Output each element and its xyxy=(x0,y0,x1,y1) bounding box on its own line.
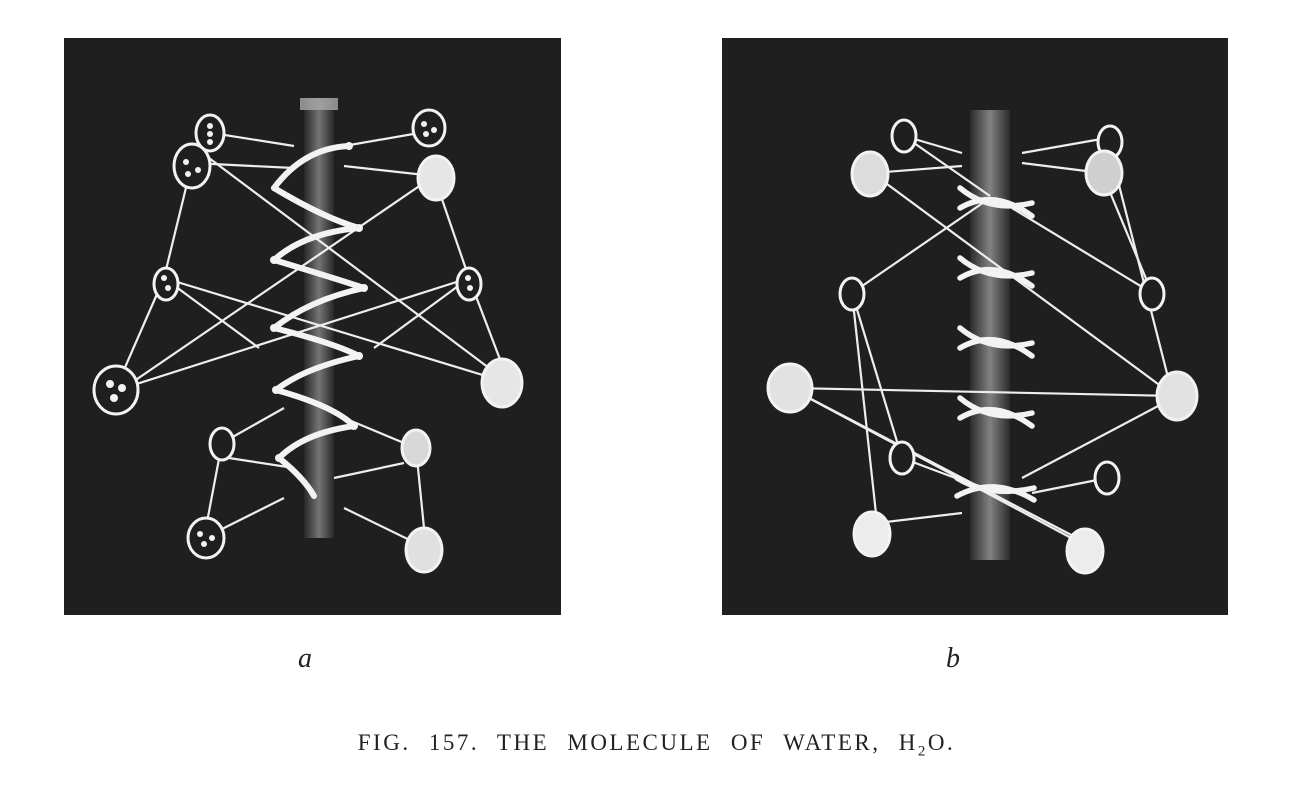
spiral-beads xyxy=(270,142,368,462)
water-molecule-model-a xyxy=(92,98,524,574)
atoms xyxy=(766,118,1199,575)
central-column xyxy=(304,98,334,538)
panel-a-label: a xyxy=(298,643,312,674)
arc-junctions xyxy=(990,198,998,492)
photo-plate-a xyxy=(64,38,561,615)
atoms xyxy=(92,108,524,574)
caption-suffix: O. xyxy=(927,730,956,755)
spiral-arcs xyxy=(271,143,367,499)
water-molecule-model-b xyxy=(766,110,1199,575)
figure-caption: FIG. 157. THE MOLECULE OF WATER, H2O. xyxy=(0,730,1313,761)
photo-plate-b xyxy=(722,38,1228,615)
column-cap xyxy=(300,98,338,110)
caption-subscript: 2 xyxy=(917,743,928,760)
atom-dots xyxy=(106,121,473,547)
caption-prefix: FIG. 157. THE MOLECULE OF WATER, H xyxy=(357,730,918,755)
panel-b-label: b xyxy=(946,643,960,674)
